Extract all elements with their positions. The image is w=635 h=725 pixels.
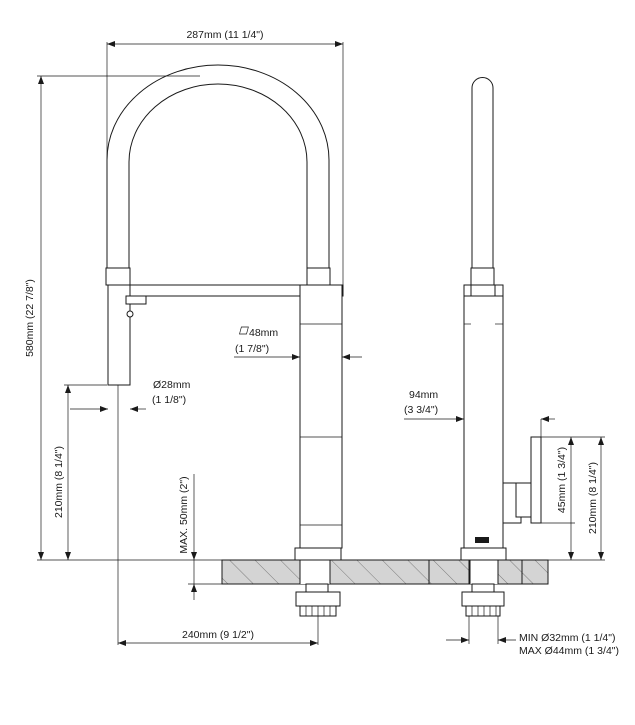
sprayer-diameter-label: Ø28mm <box>153 379 191 391</box>
hole-max-label: MAX Ø44mm (1 3/4") <box>519 645 619 657</box>
main-body <box>299 284 343 549</box>
square-symbol-icon <box>239 326 249 335</box>
spout-arc <box>106 64 330 268</box>
side-view <box>428 77 549 617</box>
max-deck-label: MAX. 50mm (2") <box>178 476 190 553</box>
body-side <box>463 295 504 549</box>
square-body-label: 48mm <box>249 327 278 339</box>
spout-tube-side <box>471 77 494 268</box>
handle-lever <box>530 436 542 524</box>
spout-collar <box>306 267 331 286</box>
side-dimensions <box>404 416 605 644</box>
overall-height-label: 580mm (22 7/8") <box>24 279 36 357</box>
reach-label: 240mm (9 1/2") <box>182 629 254 641</box>
sprayer-collar <box>105 267 131 286</box>
handle-projection-label: 94mm <box>409 389 438 401</box>
sprayer-height-label: 210mm (8 1/4") <box>53 446 65 518</box>
front-dimensions <box>37 41 362 646</box>
shank-nut <box>295 591 341 607</box>
side-height-label: 210mm (8 1/4") <box>587 462 599 534</box>
overall-width-label: 287mm (11 1/4") <box>186 29 263 41</box>
front-view <box>105 64 523 617</box>
sprayer-diameter-inch-label: (1 1/8") <box>152 394 186 406</box>
handle-height-label: 45mm (1 3/4") <box>556 447 568 513</box>
brand-badge <box>475 537 489 543</box>
hole-min-label: MIN Ø32mm (1 1/4") <box>519 632 616 644</box>
square-body-inch-label: (1 7/8") <box>235 343 269 355</box>
sprayer-head <box>107 284 131 386</box>
handle-projection-inch-label: (3 3/4") <box>404 404 438 416</box>
